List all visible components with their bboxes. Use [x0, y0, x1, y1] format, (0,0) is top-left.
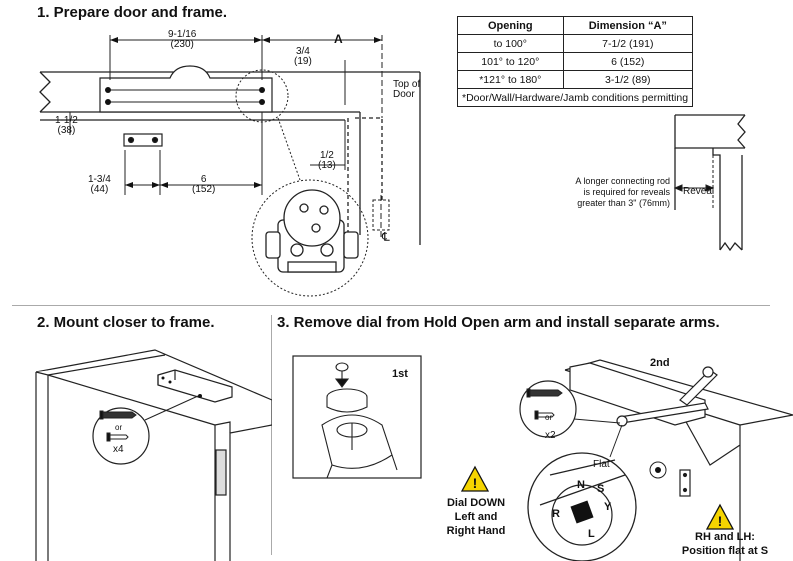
mounting-holes: [105, 87, 265, 105]
table-note: *Door/Wall/Hardware/Jamb conditions perm…: [456, 88, 694, 107]
closer-template: [99, 65, 273, 113]
warning-line: Position flat at S: [681, 545, 769, 557]
dim-mm: (19): [294, 56, 312, 67]
opening-dimension-table: Opening Dimension “A” to 100° 7-1/2 (191…: [456, 16, 694, 107]
closer-body-detail: [265, 189, 359, 273]
dial-letter-r: R: [552, 508, 560, 520]
dial-letter-y: Y: [604, 501, 612, 513]
warning-line: Right Hand: [446, 525, 506, 537]
note-line: is required for reveals: [583, 187, 670, 197]
label-line: Top of: [393, 79, 421, 90]
note-line: A longer connecting rod: [575, 176, 670, 186]
step1-title: 1. Prepare door and frame.: [37, 4, 228, 21]
dim-mm: (44): [90, 184, 109, 195]
closer-screws-iso: [161, 376, 202, 398]
table-header-row: Opening Dimension “A”: [457, 16, 694, 35]
dim-value: 3/4: [295, 46, 310, 57]
dim-6: 6 (152): [192, 175, 215, 195]
step2-or: or: [115, 423, 123, 432]
label-line: Door: [393, 89, 415, 100]
step2-qty: x4: [113, 444, 124, 455]
dim-1-2: 1/2 (13): [318, 151, 336, 171]
dial-letter-n: N: [577, 479, 585, 491]
cell-opening: *121° to 180°: [457, 70, 564, 89]
dim-1-3-4: 1-3/4 (44): [88, 175, 111, 195]
dial-letter-s: S: [597, 483, 605, 495]
dim-value: 1-1/2: [55, 115, 78, 126]
cell-dimension: 7-1/2 (191): [562, 34, 694, 53]
dial-square-hub: [570, 500, 594, 524]
table-row: to 100° 7-1/2 (191): [457, 34, 694, 53]
horizontal-divider: [12, 305, 770, 306]
step2-title: 2. Mount closer to frame.: [37, 314, 215, 331]
centerline-symbol: ℄: [382, 230, 390, 244]
warning-text-left: Dial DOWN Left and Right Hand: [440, 496, 512, 538]
note-line: greater than 3" (76mm): [577, 198, 670, 208]
dial-removal-drawing: [321, 362, 398, 479]
warning-line: Dial DOWN: [446, 497, 506, 509]
svg-text:!: !: [718, 513, 723, 529]
vertical-divider: [271, 315, 272, 555]
reveal-label: Reveal: [683, 186, 715, 197]
step3-arm-install-diagram: [519, 359, 793, 561]
dial-letter-l: L: [588, 528, 595, 540]
dim-value: 9-1/16: [168, 29, 197, 40]
dim-mm: (230): [170, 39, 194, 50]
step3-or: or: [545, 413, 553, 422]
dial-flat-label: Flat: [593, 459, 610, 470]
dimension-arrows: [110, 37, 382, 188]
closer-body-iso: [157, 369, 233, 403]
hinge-plate-step3: [679, 469, 691, 497]
step3-title: 3. Remove dial from Hold Open arm and in…: [277, 314, 720, 331]
dimension-lines: [69, 35, 383, 195]
warning-icon-left: !: [460, 465, 490, 492]
dim-mm: (38): [57, 125, 76, 136]
door-frame-iso: [35, 349, 272, 561]
dial-face: [539, 459, 626, 546]
reveal-arrows: [673, 155, 715, 210]
table-row: 101° to 120° 6 (152): [457, 52, 694, 71]
cell-dimension: 3-1/2 (89): [562, 70, 694, 89]
screw-icons-step3: [526, 388, 563, 420]
warning-text-right: RH and LH: Position flat at S: [672, 530, 778, 558]
step2-diagram: [35, 349, 272, 561]
cell-dimension: 6 (152): [562, 52, 694, 71]
dim-mm: (152): [192, 184, 216, 195]
jamb-outline: [674, 114, 746, 252]
warning-line: Left and: [454, 511, 498, 523]
dim-3-4: 3/4 (19): [294, 47, 312, 67]
dim-value: 1-3/4: [88, 174, 111, 185]
warning-icon-right: !: [705, 503, 735, 530]
cell-opening: to 100°: [457, 34, 564, 53]
table-note-row: *Door/Wall/Hardware/Jamb conditions perm…: [456, 88, 694, 107]
arms-step3: [616, 366, 718, 427]
dim-mm: (13): [318, 160, 336, 171]
dim-a-label: A: [334, 32, 343, 46]
cell-opening: 101° to 120°: [457, 52, 564, 71]
enlarged-detail-circle: [251, 179, 369, 297]
hinge-bracket: [372, 195, 390, 240]
reveal-note: A longer connecting rod is required for …: [556, 176, 670, 209]
table-row: *121° to 180° 3-1/2 (89): [457, 70, 694, 89]
dim-value: 1/2: [319, 150, 334, 161]
screw-icons: [99, 410, 137, 442]
step3-qty: x2: [545, 430, 556, 441]
dim-9-1-16: 9-1/16 (230): [168, 30, 196, 50]
header-dimension-a: Dimension “A”: [562, 16, 694, 35]
warning-line: RH and LH:: [695, 531, 755, 543]
top-of-door-label: Top of Door: [393, 80, 420, 100]
dim-value: 6: [200, 174, 207, 185]
arm-shoe-template: [123, 133, 163, 147]
dim-1-1-2: 1-1/2 (38): [55, 116, 78, 136]
step3-second-label: 2nd: [650, 357, 670, 369]
header-opening: Opening: [457, 16, 564, 35]
step3-first-label: 1st: [392, 368, 408, 380]
reveal-diagram: [673, 114, 746, 252]
svg-text:!: !: [473, 475, 478, 491]
step3-dial-removal-box: [292, 355, 422, 479]
